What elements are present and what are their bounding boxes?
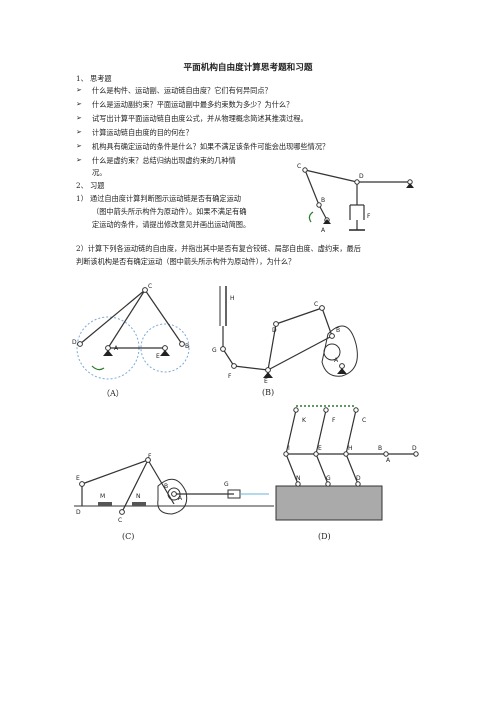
question-item: 什么是运动副约束？平面运动副中最多约束数为多少？为什么？ (92, 100, 294, 109)
figure-a-mechanism: C A E B D (72, 283, 190, 380)
c-label-d: D (76, 509, 81, 516)
figure-b-mechanism: H C D B G F E A (212, 286, 358, 385)
exercise1-line: 定运动的条件，请提出修改意见并画出运动简图。 (92, 220, 251, 229)
q1-label-d: D (359, 173, 364, 180)
q1-label-b: B (321, 197, 325, 204)
b-label-a: A (334, 357, 339, 364)
q1-label-c: C (297, 163, 301, 170)
bullet-icon: ➢ (76, 86, 82, 94)
bullet-icon: ➢ (76, 156, 82, 164)
d-label-h: H (348, 445, 353, 452)
section1-heading: 1、 思考题 (76, 74, 112, 83)
b-label-d: D (272, 327, 277, 334)
question-item-continued: 况。 (92, 168, 107, 177)
question-item: 什么是虚约束？总结归纳出现虚约束的几种情 (92, 156, 236, 165)
c-label-m: M (100, 493, 105, 500)
figure-c-caption: (C) (122, 532, 135, 541)
exercise2-line: 2）计算下列各运动链的自由度，并指出其中是否有复合铰链、局部自由度、虚约束，最后 (76, 244, 361, 253)
c-label-b: B (164, 483, 168, 490)
a-label-d: D (72, 339, 77, 346)
d-label-g: G (326, 475, 331, 482)
bullet-icon: ➢ (76, 142, 82, 150)
question-item: 试写出计算平面运动链自由度公式，并从物理概念简述其推演过程。 (92, 114, 308, 123)
c-label-f: F (148, 453, 152, 460)
c-label-e: E (76, 475, 80, 482)
question-item: 计算运动链自由度的目的何在？ (92, 128, 193, 137)
a-label-a: A (114, 345, 119, 352)
d-label-a: A (386, 457, 391, 464)
d-label-d-top: D (412, 445, 417, 452)
c-label-n: N (136, 493, 141, 500)
d-label-k: K (302, 417, 307, 424)
exercise1-line: 1） 通过自由度计算判断图示运动链是否有确定运动 (76, 194, 241, 203)
figure-d-mechanism: K F C I E H B A D N G D (275, 405, 419, 521)
c-label-g: G (224, 481, 229, 488)
d-label-c: C (362, 417, 366, 424)
c-label-a: A (178, 495, 183, 502)
figure-c-mechanism: F E M N B A D C G (74, 453, 274, 524)
exercise2-line: 判断该机构是否有确定运动（图中箭头所示构件为原动件），为什么？ (76, 257, 296, 266)
question-item: 机构具有确定运动的条件是什么？如果不满足该条件可能会出现哪些情况？ (92, 142, 330, 151)
bullet-icon: ➢ (76, 128, 82, 136)
d-label-n: N (296, 475, 301, 482)
question-item: 什么是构件、运动副、运动链自由度？它们有何异同点？ (92, 86, 272, 95)
figure-a-caption: （A） (102, 389, 124, 398)
d-label-d: D (356, 475, 361, 482)
b-label-g: G (212, 347, 217, 354)
a-label-c: C (148, 283, 152, 290)
b-label-e: E (264, 378, 268, 385)
c-label-c: C (118, 517, 122, 524)
figure-d-caption: (D) (318, 532, 331, 541)
q1-label-f: F (367, 213, 371, 220)
b-label-h: H (230, 295, 235, 302)
b-label-f: F (228, 373, 232, 380)
d-label-f: F (332, 417, 336, 424)
exercise1-line: （图中箭头所示构件为原动件）。如果不满足有确 (92, 207, 247, 216)
a-label-e: E (156, 353, 160, 360)
d-label-i: I (288, 445, 290, 452)
d-label-e: E (318, 445, 322, 452)
bullet-icon: ➢ (76, 114, 82, 122)
b-label-c: C (314, 301, 318, 308)
bullet-icon: ➢ (76, 100, 82, 108)
d-label-b: B (378, 445, 382, 452)
figure-b-caption: (B) (262, 388, 275, 397)
a-label-b: B (185, 343, 189, 350)
b-label-b: B (336, 327, 340, 334)
section2-heading: 2、 习题 (76, 181, 105, 190)
figure-q1-mechanism: C D B A F (297, 163, 414, 234)
q1-label-a: A (321, 227, 326, 234)
document-title: 平面机构自由度计算思考题和习题 (183, 63, 313, 73)
